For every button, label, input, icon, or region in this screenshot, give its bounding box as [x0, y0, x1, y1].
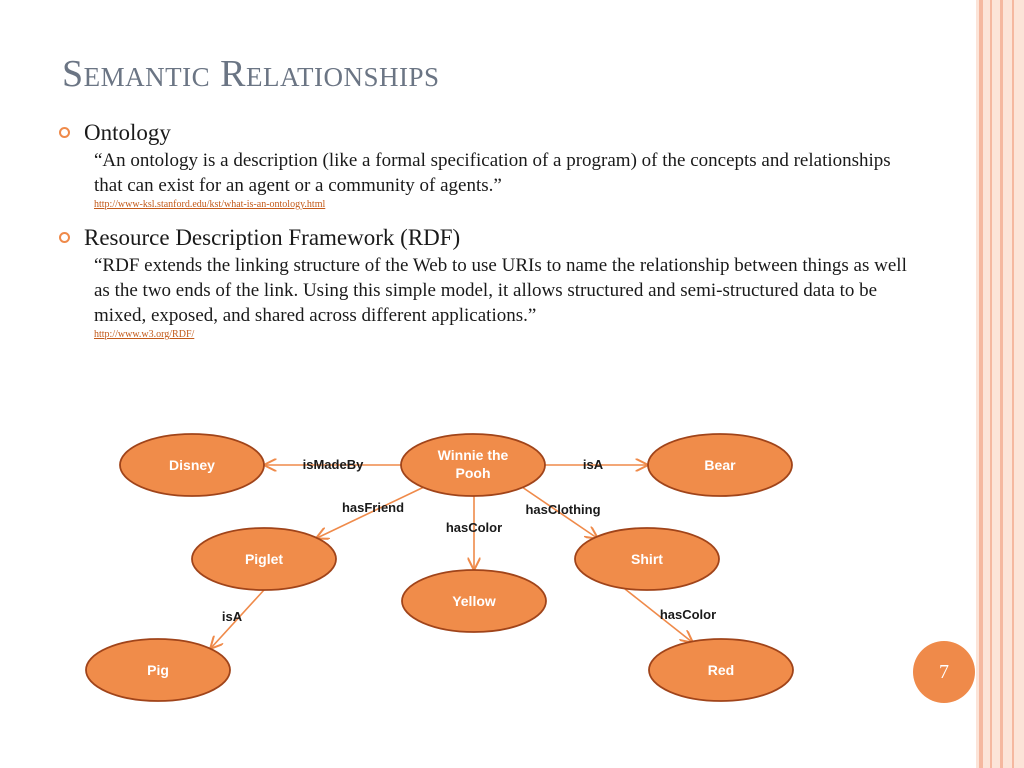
node-ellipse-red — [648, 638, 794, 702]
edge-label-ismadeby: isMadeBy — [303, 457, 364, 472]
ontology-source-link[interactable]: http://www-ksl.stanford.edu/kst/what-is-… — [94, 199, 326, 210]
node-label-red: Red — [708, 662, 734, 678]
slide-content: Ontology “An ontology is a description (… — [59, 118, 912, 341]
node-ellipse-piglet — [191, 527, 337, 591]
edge-label-hasclothing: hasClothing — [525, 502, 600, 517]
edge-label-isa: isA — [583, 457, 604, 472]
bullet-circle-icon — [59, 232, 70, 243]
node-label-yellow: Yellow — [452, 593, 496, 609]
decorative-side-stripes — [976, 0, 1024, 768]
bullet-circle-icon — [59, 127, 70, 138]
node-label-line: Winnie the — [438, 447, 509, 463]
bullet-heading-text: Ontology — [84, 120, 171, 145]
node-label-piglet: Piglet — [245, 551, 283, 567]
edge-shirt-to-red — [624, 588, 692, 642]
node-pig: Pig — [85, 638, 231, 702]
rdf-quote: “RDF extends the linking structure of th… — [94, 255, 907, 326]
node-bear: Bear — [647, 433, 793, 497]
node-ellipse-pooh — [400, 433, 546, 497]
node-red: Red — [648, 638, 794, 702]
edge-label-hascolor: hasColor — [660, 607, 716, 622]
edge-pooh-to-shirt — [521, 486, 597, 538]
bullet-heading-ontology: Ontology — [59, 118, 912, 148]
node-ellipse-disney — [119, 433, 265, 497]
node-ellipse-shirt — [574, 527, 720, 591]
bullet-heading-rdf: Resource Description Framework (RDF) — [59, 223, 912, 253]
edge-label-isa: isA — [222, 609, 243, 624]
node-label-pig: Pig — [147, 662, 169, 678]
node-piglet: Piglet — [191, 527, 337, 591]
node-label-shirt: Shirt — [631, 551, 663, 567]
bullet-heading-text: Resource Description Framework (RDF) — [84, 225, 461, 250]
node-ellipse-pig — [85, 638, 231, 702]
node-label-bear: Bear — [704, 457, 736, 473]
ontology-quote: “An ontology is a description (like a fo… — [94, 150, 891, 196]
node-yellow: Yellow — [401, 569, 547, 633]
rdf-source-link[interactable]: http://www.w3.org/RDF/ — [94, 329, 195, 340]
edge-piglet-to-pig — [211, 589, 265, 648]
edge-label-hasfriend: hasFriend — [342, 500, 404, 515]
node-label-disney: Disney — [169, 457, 215, 473]
node-ellipse-bear — [647, 433, 793, 497]
page-number-badge: 7 — [913, 641, 975, 703]
node-disney: Disney — [119, 433, 265, 497]
node-ellipse-yellow — [401, 569, 547, 633]
edge-label-hascolor: hasColor — [446, 520, 502, 535]
edge-pooh-to-piglet — [317, 486, 425, 538]
node-shirt: Shirt — [574, 527, 720, 591]
slide-title: Semantic Relationships — [62, 53, 440, 95]
node-label-line: Pooh — [456, 465, 491, 481]
